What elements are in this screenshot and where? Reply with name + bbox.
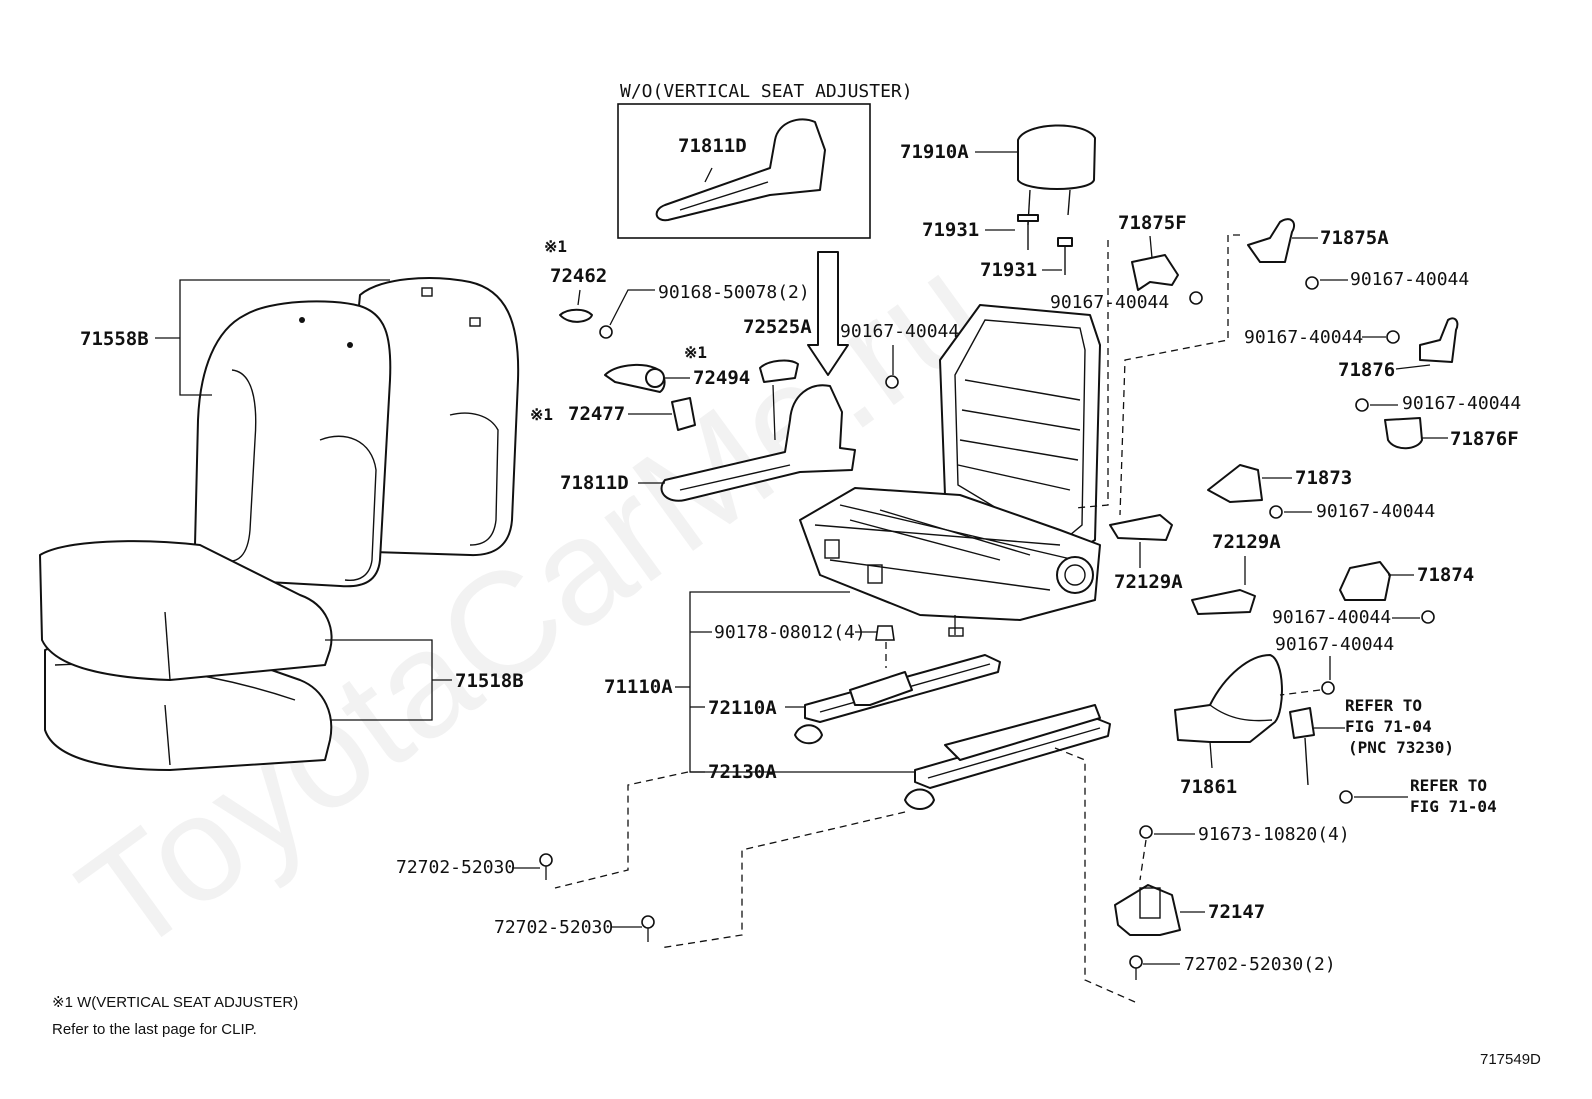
label-71518B: 71518B	[455, 670, 524, 692]
label-72130A: 72130A	[708, 761, 777, 783]
refer1-line3: (PNC 73230)	[1348, 738, 1454, 757]
cushion-cover-group	[39, 540, 333, 771]
label-note1-a: ※1	[544, 237, 567, 256]
inset-box	[617, 103, 871, 239]
refer1-line1: REFER TO	[1345, 696, 1422, 715]
refer2-line2: FIG 71-04	[1410, 797, 1497, 816]
label-90167-f: 90167-40044	[1050, 292, 1169, 313]
figure-id: 717549D	[1480, 1051, 1541, 1068]
label-71875F: 71875F	[1118, 212, 1187, 234]
label-72525A: 72525A	[743, 316, 812, 338]
label-note1-c: ※1	[530, 405, 553, 424]
label-72702-b: 72702-52030	[494, 917, 613, 938]
label-91673-10820: 91673-10820(4)	[1198, 824, 1350, 845]
label-72494: 72494	[693, 367, 750, 389]
label-71861: 71861	[1180, 776, 1237, 798]
label-71110A: 71110A	[604, 676, 673, 698]
label-72477: 72477	[568, 403, 625, 425]
label-90167-76: 90167-40044	[1244, 327, 1363, 348]
label-90167-61: 90167-40044	[1275, 634, 1394, 655]
refer1-line2: FIG 71-04	[1345, 717, 1432, 736]
label-71811D: 71811D	[560, 472, 629, 494]
label-71873: 71873	[1295, 467, 1352, 489]
label-90178-08012: 90178-08012(4)	[714, 622, 866, 643]
rail-72130A	[904, 704, 1111, 810]
label-71558B: 71558B	[80, 328, 149, 350]
label-90167-73: 90167-40044	[1316, 501, 1435, 522]
label-71875A: 71875A	[1320, 227, 1389, 249]
label-90167-74: 90167-40044	[1272, 607, 1391, 628]
seatback-cover-group	[194, 277, 520, 588]
label-71910A: 71910A	[900, 141, 969, 163]
label-71931-b: 71931	[980, 259, 1037, 281]
label-72702-c: 72702-52030(2)	[1184, 954, 1336, 975]
inset-title: W/O(VERTICAL SEAT ADJUSTER)	[620, 81, 913, 102]
label-72129A-a: 72129A	[1114, 571, 1183, 593]
label-71931-a: 71931	[922, 219, 979, 241]
footnote-line2: Refer to the last page for CLIP.	[52, 1021, 257, 1038]
footnote-line1: ※1 W(VERTICAL SEAT ADJUSTER)	[52, 994, 298, 1011]
label-90168-50078: 90168-50078(2)	[658, 282, 810, 303]
label-90167-76f: 90167-40044	[1402, 393, 1521, 414]
label-72129A-b: 72129A	[1212, 531, 1281, 553]
label-72702-a: 72702-52030	[396, 857, 515, 878]
inset-part-label: 71811D	[678, 135, 747, 157]
label-note1-b: ※1	[684, 343, 707, 362]
label-90167-a: 90167-40044	[1350, 269, 1469, 290]
label-72462: 72462	[550, 265, 607, 287]
label-71876: 71876	[1338, 359, 1395, 381]
label-71874: 71874	[1417, 564, 1474, 586]
label-72147: 72147	[1208, 901, 1265, 923]
rail-72110A	[794, 654, 1001, 745]
label-90167-seat: 90167-40044	[840, 321, 959, 342]
seat-frame-group	[799, 304, 1101, 637]
label-71876F: 71876F	[1450, 428, 1519, 450]
label-72110A: 72110A	[708, 697, 777, 719]
refer2-line1: REFER TO	[1410, 776, 1487, 795]
